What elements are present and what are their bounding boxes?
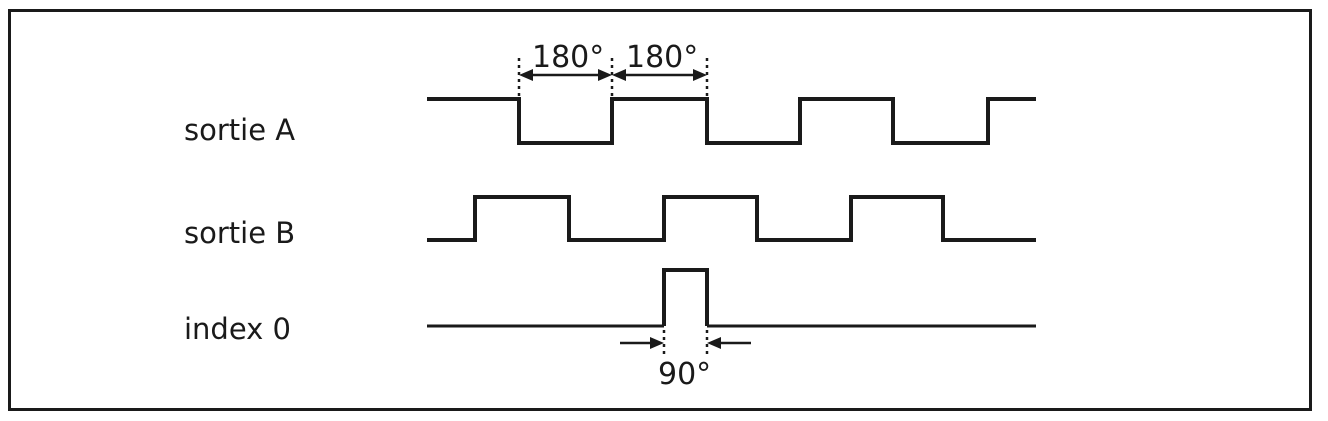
waveform-sortie-b — [427, 195, 1036, 242]
signal-label-sortie-a: sortie A — [184, 113, 295, 147]
arrow-head-right-icon — [650, 337, 664, 349]
diagram-frame — [8, 9, 1312, 411]
arrow-head-left-icon — [519, 69, 533, 81]
dim-label-90: 90° — [658, 357, 711, 392]
dim-label-180-a: 180° — [532, 40, 604, 75]
arrow-head-left-icon — [612, 69, 626, 81]
signal-label-sortie-b: sortie B — [184, 216, 295, 250]
arrow-head-left-icon — [707, 337, 721, 349]
signal-label-index-0: index 0 — [184, 312, 291, 346]
dim-label-180-b: 180° — [626, 40, 698, 75]
arrow-head-right-icon — [693, 69, 707, 81]
waveform-index-0-pulse — [662, 268, 709, 326]
arrow-head-right-icon — [598, 69, 612, 81]
waveform-sortie-a — [427, 97, 1036, 145]
